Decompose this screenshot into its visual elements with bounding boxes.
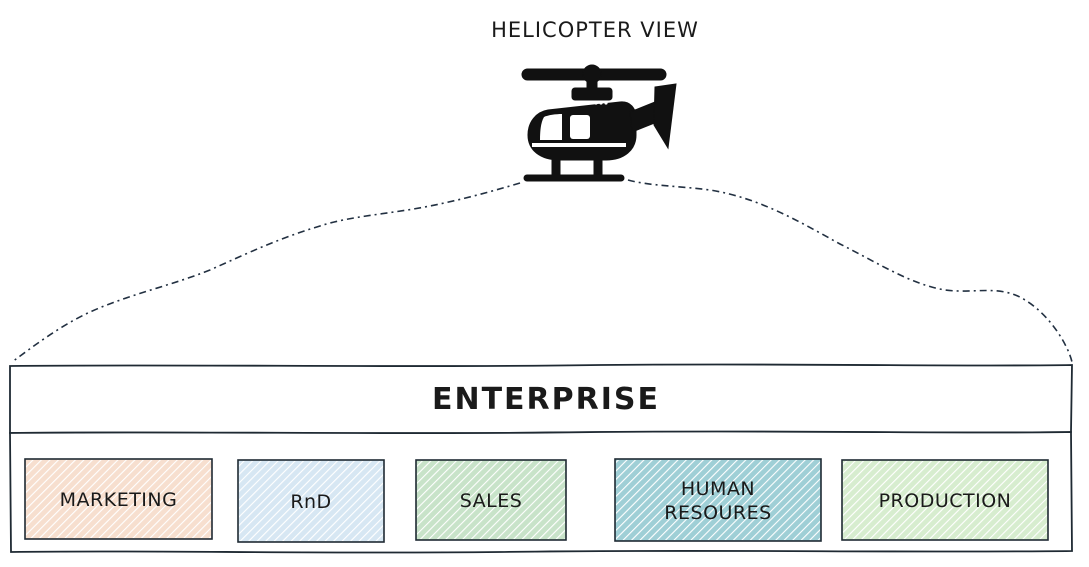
department-box: SALES <box>415 459 567 541</box>
department-box-hatch <box>417 461 565 539</box>
department-box-hatch <box>26 460 211 538</box>
department-box-hatch <box>239 461 383 541</box>
department-box-hatch <box>616 460 820 540</box>
department-label: SALES <box>460 490 523 512</box>
department-label: RnD <box>290 491 331 513</box>
department-label: RESOURES <box>664 502 771 524</box>
department-box: RnD <box>237 459 385 543</box>
department-box: PRODUCTION <box>841 459 1049 541</box>
department-box: MARKETING <box>24 458 213 540</box>
enterprise-label: ENTERPRISE <box>432 382 660 417</box>
department-label: MARKETING <box>60 489 178 511</box>
department-label: HUMAN <box>681 478 755 500</box>
view-cone-left-line <box>11 182 521 363</box>
helicopter-icon <box>521 64 677 182</box>
view-cone-right-line <box>627 179 1073 363</box>
department-label: PRODUCTION <box>879 490 1012 512</box>
helicopter-view-title: HELICOPTER VIEW <box>491 18 699 42</box>
department-box-hatch <box>843 461 1047 539</box>
